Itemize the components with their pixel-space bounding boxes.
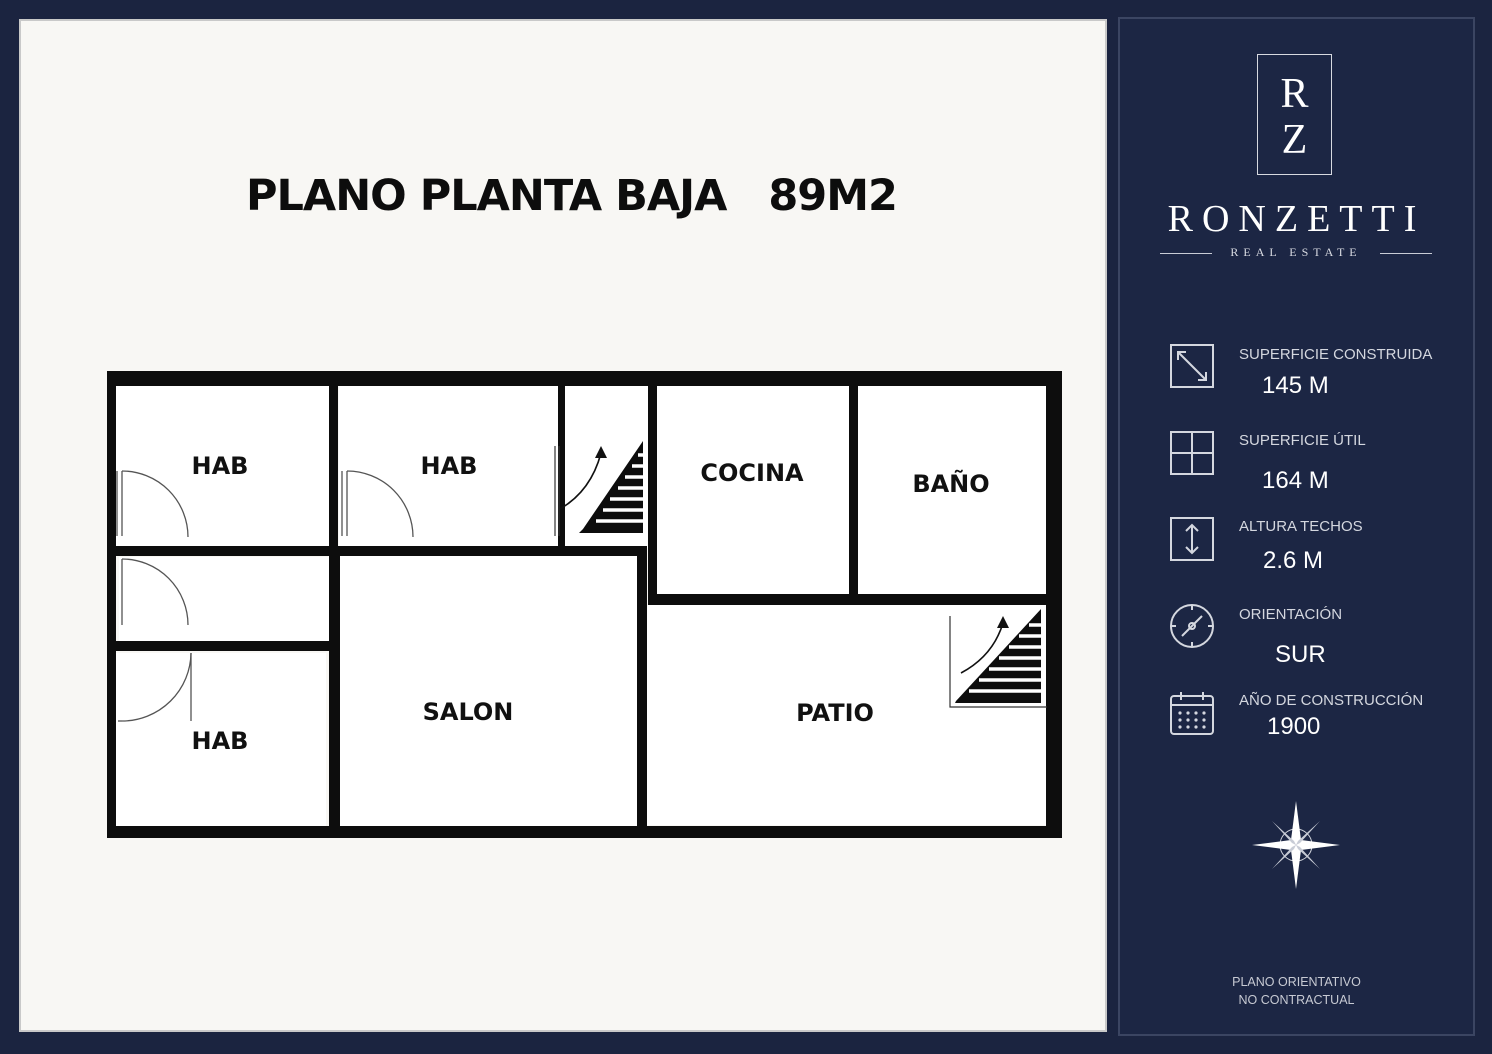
wall-top <box>107 371 1062 386</box>
door-hab3-arc <box>121 652 192 722</box>
wall-left <box>107 371 116 838</box>
room-label-hab-3: HAB <box>192 727 249 755</box>
spec-value-orientacion: SUR <box>1275 641 1326 668</box>
room-label-patio: PATIO <box>796 699 874 727</box>
wall-bottom <box>107 826 1062 838</box>
spec-label-altura-techos: ALTURA TECHOS <box>1239 518 1363 535</box>
divider-right <box>1380 253 1432 254</box>
brand-subtitle-row: REAL ESTATE <box>1160 243 1432 263</box>
disclaimer-line-1: PLANO ORIENTATIVO <box>1232 975 1361 989</box>
room-label-hab-2: HAB <box>421 452 478 480</box>
brand-name: RONZETTI <box>1167 198 1426 240</box>
height-arrow-icon <box>1170 517 1214 561</box>
monogram-letter-r: R <box>1280 71 1309 117</box>
wall-right <box>1046 371 1062 838</box>
wall-corridor-hab3 <box>107 641 332 651</box>
wall-stair-cocina <box>648 371 657 603</box>
spec-label-superficie-construida: SUPERFICIE CONSTRUIDA <box>1239 346 1433 363</box>
calendar-icon <box>1170 692 1214 735</box>
stair-interior <box>554 441 645 536</box>
floor-plan-drawing: HAB HAB COCINA BAÑO SALON PATIO HAB <box>107 371 1062 838</box>
wall-corridor-salon <box>329 546 340 831</box>
compass-dial-icon <box>1170 604 1214 648</box>
room-label-cocina: COCINA <box>700 459 804 487</box>
floor-plan-panel: PLANO PLANTA BAJA 89M2 <box>19 19 1107 1032</box>
wall-hab2-stair <box>558 371 565 554</box>
monogram-letter-z: Z <box>1281 117 1308 163</box>
wall-salon-patio <box>637 546 647 826</box>
wall-kitchen-patio <box>648 594 1048 605</box>
brand-subtitle: REAL ESTATE <box>1230 245 1362 259</box>
divider-left <box>1160 253 1212 254</box>
room-label-bano: BAÑO <box>912 469 989 498</box>
plan-title: PLANO PLANTA BAJA 89M2 <box>246 171 898 221</box>
spec-value-superficie-construida: 145 M <box>1262 372 1329 399</box>
floor-grid-icon <box>1170 431 1214 475</box>
spec-label-superficie-util: SUPERFICIE ÚTIL <box>1239 432 1366 449</box>
brand-monogram: R Z <box>1257 54 1332 175</box>
room-floors <box>114 379 1049 828</box>
door-hab2-arc <box>346 470 414 538</box>
spec-value-ano-construccion: 1900 <box>1267 713 1321 740</box>
spec-value-superficie-util: 164 M <box>1262 467 1329 494</box>
disclaimer-line-2: NO CONTRACTUAL <box>1238 993 1355 1007</box>
wall-upper-rooms <box>107 546 647 556</box>
wall-cocina-bano <box>849 371 858 601</box>
compass-rose-icon <box>1252 801 1340 889</box>
doors <box>116 470 414 722</box>
info-sidebar: R Z RONZETTI REAL ESTATE SUPERFICIE CONS… <box>1118 17 1475 1036</box>
spec-label-ano-construccion: AÑO DE CONSTRUCCIÓN <box>1239 692 1424 709</box>
room-label-hab-1: HAB <box>192 452 249 480</box>
area-diagonal-icon <box>1170 344 1214 388</box>
door-corridor-arc <box>121 558 189 626</box>
room-label-salon: SALON <box>423 698 514 726</box>
spec-label-orientacion: ORIENTACIÓN <box>1239 606 1343 623</box>
stair-patio <box>949 609 1047 708</box>
spec-value-altura-techos: 2.6 M <box>1263 547 1324 574</box>
door-hab1-arc <box>121 470 189 538</box>
walls <box>107 371 1062 838</box>
wall-hab1-hab2 <box>329 371 338 556</box>
